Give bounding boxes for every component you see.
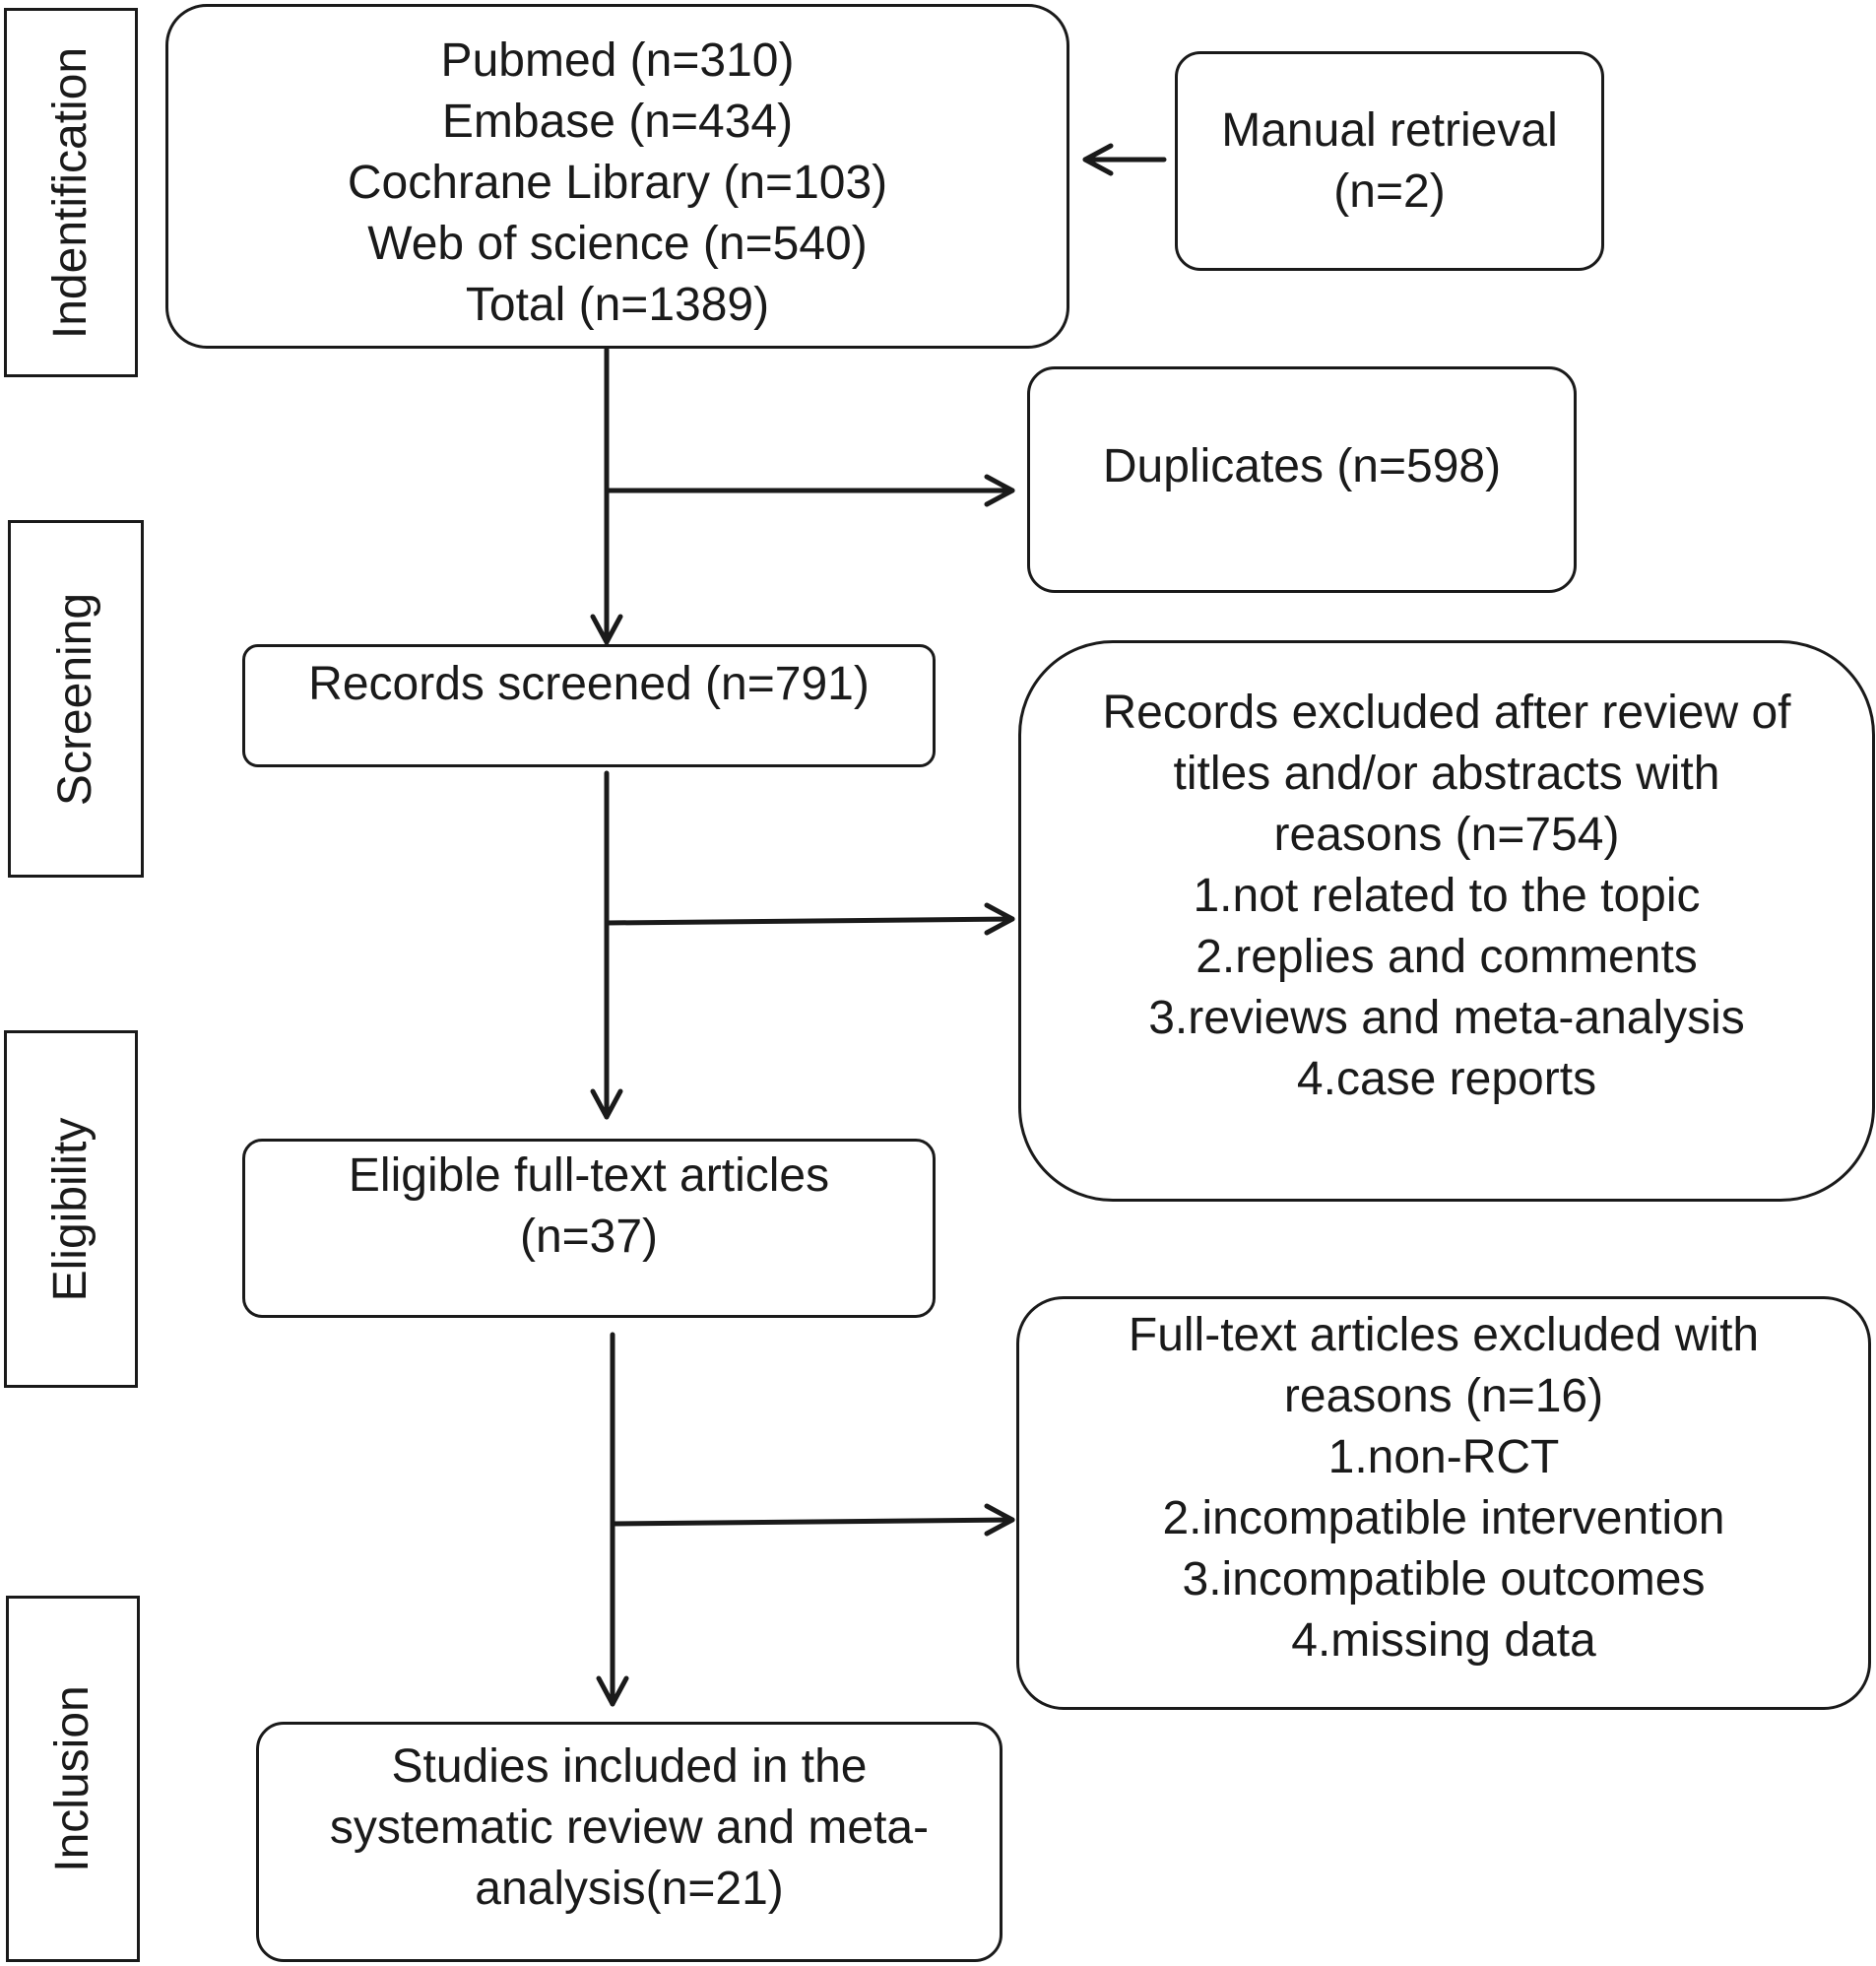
records-excluded-line-3: reasons (n=754) xyxy=(1273,809,1620,861)
phase-eligibility: Eligibility xyxy=(4,1030,138,1388)
databases-line-wos: Web of science (n=540) xyxy=(367,218,868,270)
eligible-title: Eligible full-text articles xyxy=(348,1149,830,1202)
fulltext-excluded-reason-1: 1.non-RCT xyxy=(1327,1431,1560,1483)
arrowhead-screened-to-eligible xyxy=(590,1088,623,1120)
records-excluded-reason-4: 4.case reports xyxy=(1296,1053,1597,1105)
fulltext-excluded-reason-3: 3.incompatible outcomes xyxy=(1182,1553,1706,1606)
included-line-1: Studies included in the xyxy=(391,1740,868,1793)
eligible-box: Eligible full-text articles (n=37) xyxy=(242,1139,936,1318)
records-excluded-line-2: titles and/or abstracts with xyxy=(1173,748,1720,800)
records-excluded-box: Records excluded after review of titles … xyxy=(1018,640,1875,1202)
arrowhead-databases-to-screened xyxy=(590,614,623,645)
arrowhead-to-records-excluded xyxy=(984,902,1015,936)
fulltext-excluded-reason-4: 4.missing data xyxy=(1291,1614,1596,1667)
fulltext-excluded-box: Full-text articles excluded with reasons… xyxy=(1016,1296,1871,1710)
phase-inclusion: Inclusion xyxy=(6,1596,140,1962)
included-line-2: systematic review and meta- xyxy=(329,1802,930,1854)
phase-eligibility-label: Eligibility xyxy=(44,1117,97,1301)
phase-inclusion-label: Inclusion xyxy=(46,1685,98,1872)
phase-identification-label: Indentification xyxy=(44,46,97,339)
included-line-3: analysis(n=21) xyxy=(475,1863,784,1915)
arrowhead-manual-to-databases xyxy=(1082,143,1114,176)
manual-retrieval-box: Manual retrieval (n=2) xyxy=(1175,51,1604,271)
arrow-to-records-excluded xyxy=(604,916,1015,926)
arrowhead-eligible-to-included xyxy=(596,1675,629,1707)
fulltext-excluded-line-1: Full-text articles excluded with xyxy=(1128,1309,1760,1361)
records-excluded-line-1: Records excluded after review of xyxy=(1102,687,1791,739)
records-excluded-reason-1: 1.not related to the topic xyxy=(1193,870,1701,922)
records-excluded-reason-2: 2.replies and comments xyxy=(1196,931,1698,983)
databases-line-total: Total (n=1389) xyxy=(465,279,770,331)
manual-retrieval-title: Manual retrieval xyxy=(1221,103,1558,157)
fulltext-excluded-reason-2: 2.incompatible intervention xyxy=(1162,1492,1725,1544)
arrowhead-to-duplicates xyxy=(984,474,1015,507)
duplicates-box: Duplicates (n=598) xyxy=(1027,366,1577,593)
databases-box: Pubmed (n=310) Embase (n=434) Cochrane L… xyxy=(165,4,1069,349)
databases-line-pubmed: Pubmed (n=310) xyxy=(440,34,795,87)
phase-screening-label: Screening xyxy=(49,592,101,806)
databases-line-embase: Embase (n=434) xyxy=(441,96,794,148)
records-excluded-reason-3: 3.reviews and meta-analysis xyxy=(1148,992,1745,1044)
phase-identification: Indentification xyxy=(4,8,138,377)
duplicates-text: Duplicates (n=598) xyxy=(1102,440,1502,492)
phase-screening: Screening xyxy=(8,520,144,878)
manual-retrieval-count: (n=2) xyxy=(1333,164,1446,218)
eligible-count: (n=37) xyxy=(519,1211,659,1263)
arrow-to-fulltext-excluded xyxy=(610,1517,1015,1527)
records-screened-box: Records screened (n=791) xyxy=(242,644,936,767)
records-screened-text: Records screened (n=791) xyxy=(308,658,870,710)
databases-line-cochrane: Cochrane Library (n=103) xyxy=(347,157,888,209)
arrowhead-to-fulltext-excluded xyxy=(984,1503,1015,1537)
included-box: Studies included in the systematic revie… xyxy=(256,1722,1003,1962)
fulltext-excluded-line-2: reasons (n=16) xyxy=(1283,1370,1604,1422)
